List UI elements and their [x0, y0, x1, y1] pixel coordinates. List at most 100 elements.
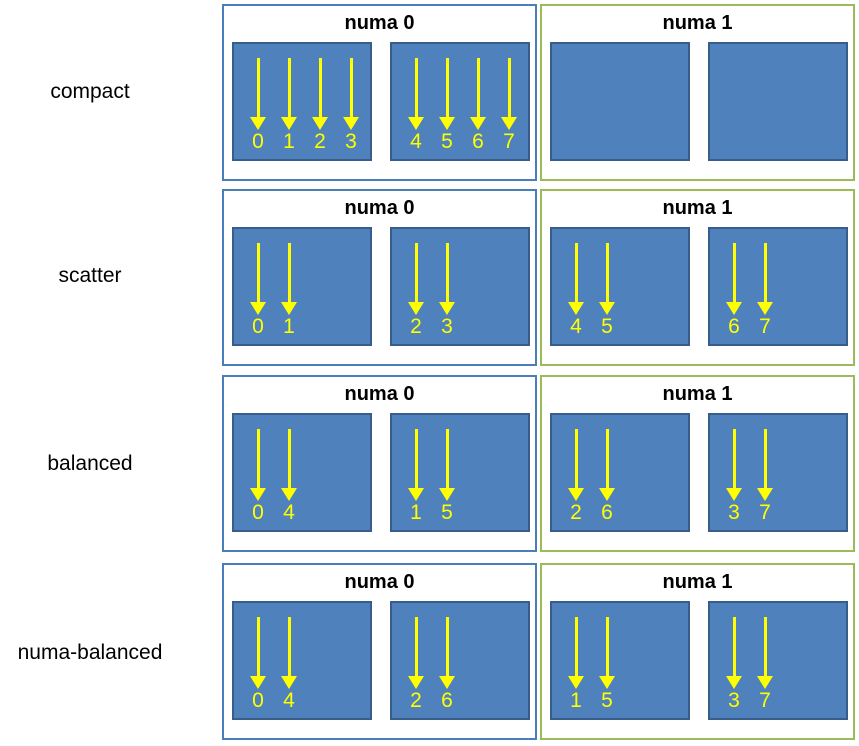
thread-arrow-head — [568, 676, 584, 689]
thread-arrow-head — [439, 488, 455, 501]
thread-id-label: 0 — [252, 501, 264, 524]
thread-arrow-head — [250, 302, 266, 315]
thread-arrow — [311, 58, 329, 130]
thread-id-label: 1 — [283, 315, 295, 338]
cpu-core — [708, 42, 848, 161]
thread-arrow — [725, 243, 743, 315]
thread-arrow — [567, 617, 585, 689]
thread-arrow-shaft — [257, 429, 260, 489]
thread-arrow-head — [757, 676, 773, 689]
thread-id-label: 6 — [601, 501, 613, 524]
thread-arrow-shaft — [257, 617, 260, 677]
thread-arrow-head — [250, 676, 266, 689]
cpu-core — [550, 42, 690, 161]
thread-id-label: 3 — [345, 130, 357, 153]
thread-arrow-head — [599, 302, 615, 315]
thread-arrow-head — [281, 302, 297, 315]
thread-arrow-shaft — [606, 243, 609, 303]
thread-arrow-shaft — [764, 243, 767, 303]
thread-arrow-shaft — [508, 58, 511, 118]
thread-arrow — [438, 243, 456, 315]
numa-node-title: numa 0 — [344, 383, 415, 405]
thread-arrow — [500, 58, 518, 130]
thread-arrow-head — [568, 488, 584, 501]
thread-arrow-head — [599, 488, 615, 501]
thread-id-label: 7 — [759, 501, 771, 524]
thread-arrow-shaft — [446, 243, 449, 303]
thread-arrow-head — [470, 117, 486, 130]
thread-arrow — [469, 58, 487, 130]
thread-id-label: 1 — [283, 130, 295, 153]
thread-arrow-shaft — [415, 429, 418, 489]
thread-arrow-head — [599, 676, 615, 689]
thread-id-label: 3 — [441, 315, 453, 338]
thread-arrow-shaft — [606, 617, 609, 677]
thread-arrow — [725, 617, 743, 689]
thread-id-label: 3 — [728, 501, 740, 524]
thread-arrow-head — [726, 676, 742, 689]
numa-node-title: numa 1 — [662, 12, 733, 34]
thread-id-label: 2 — [570, 501, 582, 524]
row-label-balanced: balanced — [47, 452, 133, 475]
thread-arrow — [249, 243, 267, 315]
thread-arrow — [407, 617, 425, 689]
thread-arrow — [598, 617, 616, 689]
thread-arrow-head — [281, 676, 297, 689]
thread-arrow — [342, 58, 360, 130]
thread-arrow-shaft — [764, 617, 767, 677]
thread-arrow-head — [757, 302, 773, 315]
thread-id-label: 7 — [503, 130, 515, 153]
thread-id-label: 5 — [601, 315, 613, 338]
thread-id-label: 4 — [283, 501, 295, 524]
thread-id-label: 3 — [728, 689, 740, 712]
thread-arrow-shaft — [257, 58, 260, 118]
thread-arrow-shaft — [446, 429, 449, 489]
thread-arrow-shaft — [319, 58, 322, 118]
thread-id-label: 0 — [252, 689, 264, 712]
thread-arrow-shaft — [415, 243, 418, 303]
thread-arrow — [756, 243, 774, 315]
numa-node-title: numa 0 — [344, 12, 415, 34]
thread-arrow-shaft — [415, 58, 418, 118]
thread-arrow — [249, 58, 267, 130]
thread-arrow-head — [439, 676, 455, 689]
thread-arrow-shaft — [350, 58, 353, 118]
thread-arrow-shaft — [764, 429, 767, 489]
thread-id-label: 5 — [441, 501, 453, 524]
thread-arrow-shaft — [415, 617, 418, 677]
thread-id-label: 4 — [410, 130, 422, 153]
numa-node-title: numa 0 — [344, 571, 415, 593]
thread-arrow — [280, 243, 298, 315]
thread-arrow-head — [250, 117, 266, 130]
thread-arrow — [407, 58, 425, 130]
thread-arrow-head — [281, 117, 297, 130]
thread-arrow — [280, 617, 298, 689]
thread-arrow-head — [343, 117, 359, 130]
thread-arrow-head — [726, 302, 742, 315]
thread-arrow-head — [726, 488, 742, 501]
thread-arrow — [725, 429, 743, 501]
thread-arrow-shaft — [733, 429, 736, 489]
thread-arrow-shaft — [575, 617, 578, 677]
thread-arrow-shaft — [288, 429, 291, 489]
thread-arrow — [249, 617, 267, 689]
thread-arrow-shaft — [288, 617, 291, 677]
thread-id-label: 5 — [601, 689, 613, 712]
numa-node-title: numa 1 — [662, 571, 733, 593]
thread-arrow — [567, 429, 585, 501]
thread-arrow-shaft — [733, 617, 736, 677]
thread-arrow-shaft — [257, 243, 260, 303]
thread-arrow-head — [408, 117, 424, 130]
